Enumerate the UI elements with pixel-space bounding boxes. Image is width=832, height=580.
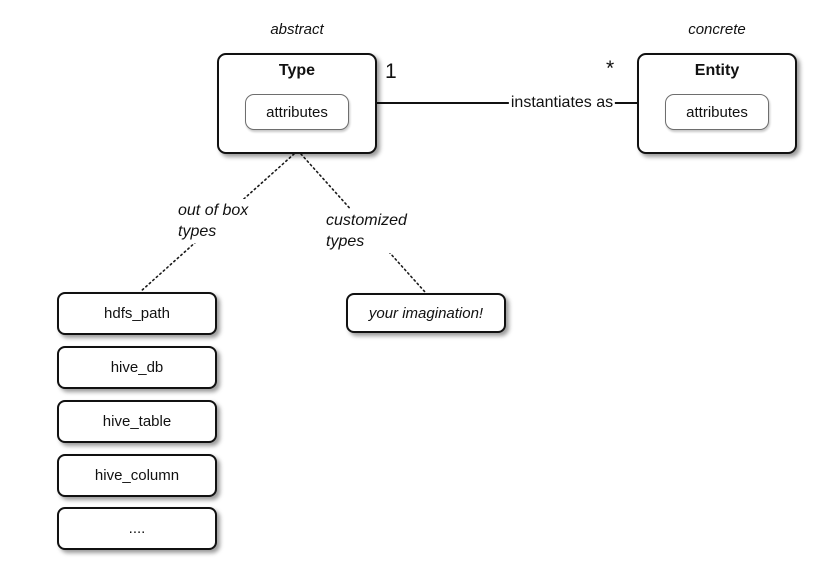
out-of-box-types-label-line2: types xyxy=(178,223,217,240)
type-box-title: Type xyxy=(278,62,316,79)
customized-branch-line xyxy=(300,153,426,293)
customized-types-label: customized types xyxy=(323,209,410,253)
out-of-box-types-label: out of box types xyxy=(175,199,252,243)
type-box: Type attributes xyxy=(217,53,377,154)
type-attributes-pill: attributes xyxy=(245,94,349,130)
abstract-stereotype-label: abstract xyxy=(270,21,324,38)
concrete-stereotype-label: concrete xyxy=(688,21,746,38)
type-cardinality-label: 1 xyxy=(385,60,397,83)
customized-types-label-line2: types xyxy=(326,233,365,250)
customized-type-example-chip: your imagination! xyxy=(346,293,506,333)
customized-types-label-line1: customized xyxy=(326,212,407,229)
entity-box-title: Entity xyxy=(694,62,740,79)
out-of-box-types-label-line1: out of box xyxy=(178,202,249,219)
out-of-box-type-hive-column: hive_column xyxy=(57,454,217,497)
instantiates-as-label: instantiates as xyxy=(508,94,616,112)
entity-cardinality-label: * xyxy=(606,57,615,80)
out-of-box-type-hive-db: hive_db xyxy=(57,346,217,389)
entity-box: Entity attributes xyxy=(637,53,797,154)
out-of-box-type-more: .... xyxy=(57,507,217,550)
out-of-box-type-hdfs-path: hdfs_path xyxy=(57,292,217,335)
out-of-box-type-hive-table: hive_table xyxy=(57,400,217,443)
entity-attributes-pill: attributes xyxy=(665,94,769,130)
